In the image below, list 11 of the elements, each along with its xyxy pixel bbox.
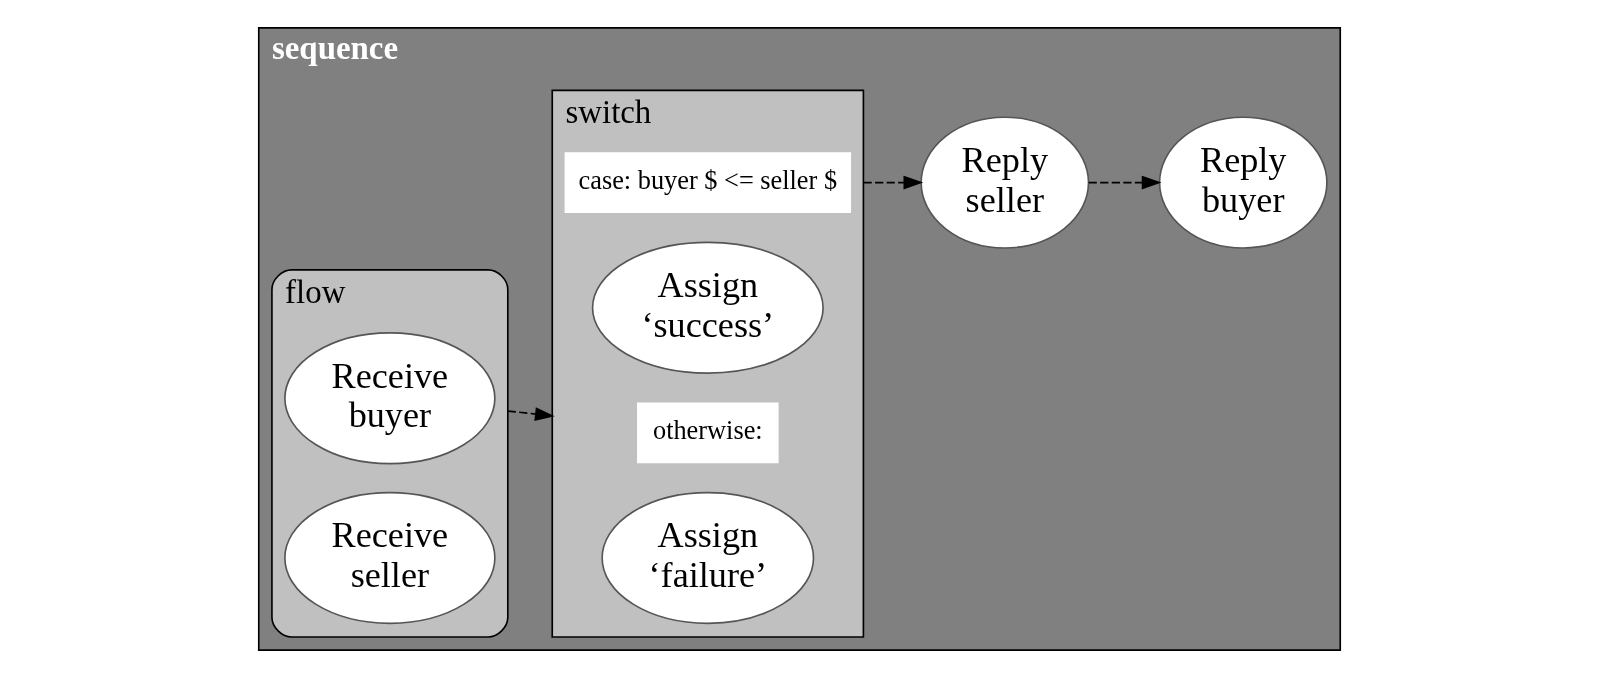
node-ellipse: Reply seller [919, 116, 1089, 249]
node-ellipse: Assign ‘success’ [591, 241, 824, 374]
node-box: case: buyer $ <= seller $ [564, 152, 851, 214]
arrow [1087, 175, 1161, 190]
node-ellipse: Receive seller [283, 491, 496, 625]
arrow [506, 407, 555, 421]
node-ellipse: Assign ‘failure’ [600, 491, 814, 625]
node-ellipse: Receive buyer [283, 332, 496, 465]
node-box: otherwise: [636, 402, 779, 464]
node-ellipse: Reply buyer [1158, 116, 1328, 249]
arrow [862, 175, 923, 190]
